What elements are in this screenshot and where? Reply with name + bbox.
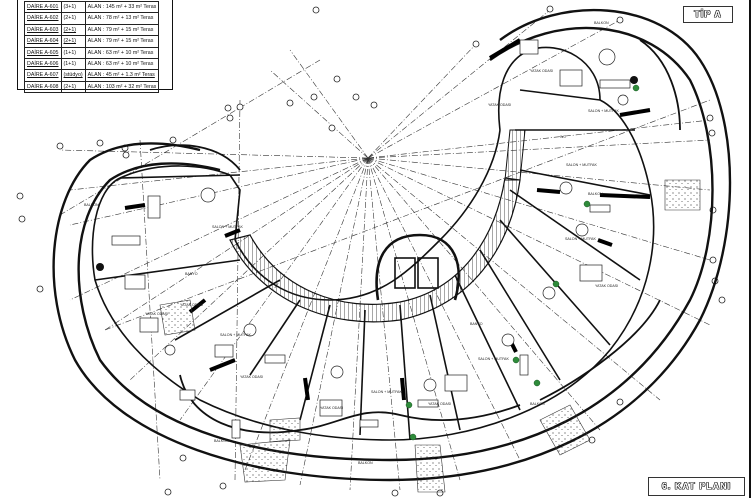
svg-text:BALKON: BALKON bbox=[530, 402, 545, 406]
unit-name: DAİRE A-608 bbox=[24, 80, 62, 94]
corridor-stair-band bbox=[229, 177, 521, 323]
unit-rooms: (2+1) bbox=[60, 23, 86, 37]
svg-text:YATAK ODASI: YATAK ODASI bbox=[488, 103, 511, 107]
unit-name: DAİRE A-605 bbox=[24, 46, 62, 60]
unit-area: ALAN : 103 m² + 32 m² Teras bbox=[84, 80, 160, 94]
unit-area: ALAN : 78 m² + 13 m² Teras bbox=[84, 12, 160, 25]
unit-name: DAİRE A-604 bbox=[24, 35, 62, 48]
unit-rooms: (1+1) bbox=[60, 46, 86, 60]
sheet-border-right bbox=[749, 0, 751, 498]
type-label: TİP A bbox=[683, 6, 733, 23]
legend-row: DAİRE A-607(stüdyo)ALAN : 45 m² + 1.3 m²… bbox=[24, 69, 160, 82]
svg-text:SALON + MUTFAK: SALON + MUTFAK bbox=[220, 333, 251, 337]
unit-rooms: (3+1) bbox=[60, 0, 86, 14]
legend-table: DAİRE A-601(3+1)ALAN : 145 m² + 33 m² Te… bbox=[24, 0, 160, 94]
unit-name: DAİRE A-606 bbox=[24, 58, 62, 71]
furniture bbox=[111, 39, 631, 439]
svg-text:BANYO: BANYO bbox=[470, 322, 483, 326]
main-stair bbox=[504, 129, 526, 181]
room-labels: SALON + MUTFAK YATAK ODASI YATAK ODASI S… bbox=[84, 21, 619, 465]
unit-rooms: (2+1) bbox=[60, 35, 86, 48]
svg-text:YATAK ODASI: YATAK ODASI bbox=[240, 375, 263, 379]
unit-name: DAİRE A-601 bbox=[24, 0, 62, 14]
unit-area: ALAN : 63 m² + 10 m² Teras bbox=[84, 46, 160, 60]
svg-text:WC: WC bbox=[560, 135, 566, 139]
legend-row: DAİRE A-605(1+1)ALAN : 63 m² + 10 m² Ter… bbox=[24, 46, 160, 60]
legend-row: DAİRE A-602(2+1)ALAN : 78 m² + 13 m² Ter… bbox=[24, 12, 160, 25]
svg-text:BALKON: BALKON bbox=[84, 203, 99, 207]
unit-area: ALAN : 79 m² + 15 m² Teras bbox=[84, 35, 160, 48]
svg-text:BALKON: BALKON bbox=[594, 21, 609, 25]
unit-name: DAİRE A-607 bbox=[24, 69, 62, 82]
floor-plan-title: 6. KAT PLANI bbox=[648, 477, 745, 496]
unit-rooms: (1+1) bbox=[60, 58, 86, 71]
svg-text:YATAK ODASI: YATAK ODASI bbox=[180, 303, 203, 307]
unit-rooms: (2+1) bbox=[60, 12, 86, 25]
plant-icons bbox=[405, 84, 640, 441]
svg-text:YATAK ODASI: YATAK ODASI bbox=[595, 284, 618, 288]
unit-area: ALAN : 45 m² + 1.3 m² Teras bbox=[84, 69, 160, 82]
svg-text:BALKON: BALKON bbox=[214, 439, 229, 443]
svg-text:BALKON: BALKON bbox=[588, 192, 603, 196]
svg-text:SALON + MUTFAK: SALON + MUTFAK bbox=[212, 225, 243, 229]
column-marker bbox=[96, 263, 104, 271]
legend-row: DAİRE A-608(2+1)ALAN : 103 m² + 32 m² Te… bbox=[24, 80, 160, 94]
terrace-paving bbox=[159, 179, 701, 493]
svg-text:YATAK ODASI: YATAK ODASI bbox=[145, 312, 168, 316]
axis-bubbles bbox=[16, 5, 726, 497]
unit-name: DAİRE A-603 bbox=[24, 23, 62, 37]
svg-text:SALON + MUTFAK: SALON + MUTFAK bbox=[566, 163, 597, 167]
core bbox=[375, 233, 460, 301]
svg-text:SALON + MUTFAK: SALON + MUTFAK bbox=[565, 237, 596, 241]
legend-row: DAİRE A-601(3+1)ALAN : 145 m² + 33 m² Te… bbox=[24, 0, 160, 14]
svg-text:YATAK ODASI: YATAK ODASI bbox=[428, 402, 451, 406]
unit-area: ALAN : 63 m² + 10 m² Teras bbox=[84, 58, 160, 71]
svg-text:SALON + MUTFAK: SALON + MUTFAK bbox=[588, 109, 619, 113]
legend-row: DAİRE A-604(2+1)ALAN : 79 m² + 15 m² Ter… bbox=[24, 35, 160, 48]
unit-area-legend: DAİRE A-601(3+1)ALAN : 145 m² + 33 m² Te… bbox=[17, 0, 173, 94]
unit-name: DAİRE A-602 bbox=[24, 12, 62, 25]
unit-area: ALAN : 145 m² + 33 m² Teras bbox=[84, 0, 160, 14]
svg-text:SALON + MUTFAK: SALON + MUTFAK bbox=[478, 357, 509, 361]
svg-text:SALON + MUTFAK: SALON + MUTFAK bbox=[371, 390, 402, 394]
svg-text:YATAK ODASI: YATAK ODASI bbox=[320, 406, 343, 410]
legend-row: DAİRE A-603(2+1)ALAN : 79 m² + 15 m² Ter… bbox=[24, 23, 160, 37]
structural-walls bbox=[124, 38, 651, 401]
balcony-edges bbox=[149, 39, 681, 434]
unit-rooms: (2+1) bbox=[60, 80, 86, 94]
svg-text:BALKON: BALKON bbox=[358, 461, 373, 465]
unit-rooms: (stüdyo) bbox=[60, 69, 86, 82]
svg-text:BANYO: BANYO bbox=[185, 272, 198, 276]
svg-text:YATAK ODASI: YATAK ODASI bbox=[530, 69, 553, 73]
unit-area: ALAN : 79 m² + 15 m² Teras bbox=[84, 23, 160, 37]
column-marker bbox=[630, 76, 638, 84]
legend-row: DAİRE A-606(1+1)ALAN : 63 m² + 10 m² Ter… bbox=[24, 58, 160, 71]
